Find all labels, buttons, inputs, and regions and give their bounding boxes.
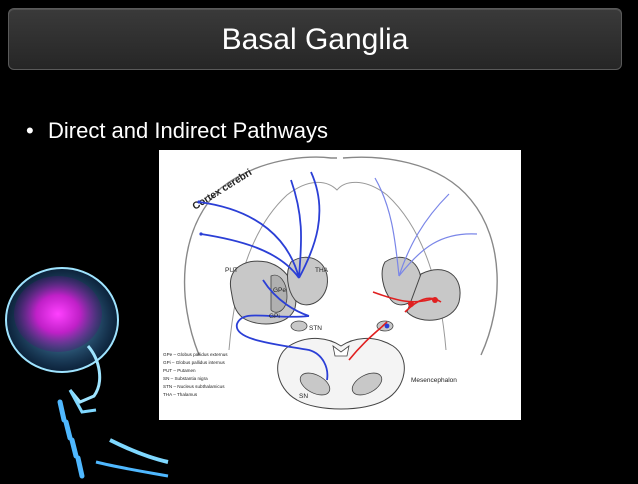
legend: GPe – Globus pallidus externus GPi – Glo…: [163, 352, 228, 397]
cortex-outline-left: [183, 156, 337, 356]
legend-item: STN – Nucleus subthalamicus: [163, 384, 225, 389]
indirect-pathway-right: [374, 177, 478, 277]
label-mesencephalon: Mesencephalon: [411, 377, 457, 384]
thalamus-left: [287, 256, 328, 306]
legend-item: THA – Thalamus: [163, 392, 198, 397]
bullet-dot-icon: •: [26, 118, 34, 143]
legend-item: GPi – Globus pallidus internus: [163, 360, 225, 365]
legend-item: SN – Substantia nigra: [163, 376, 208, 381]
title-bar: Basal Ganglia: [8, 8, 622, 70]
label-sn: SN: [299, 393, 308, 400]
bullet-text: Direct and Indirect Pathways: [48, 118, 329, 143]
putamen-right: [406, 269, 461, 321]
label-tha: THA: [315, 267, 329, 274]
mesencephalon-shape: [277, 338, 405, 410]
inner-outline: [228, 181, 447, 351]
sn-left: [299, 372, 331, 396]
slide-title: Basal Ganglia: [221, 23, 409, 56]
diagram-svg: Cortex cerebri: [163, 156, 498, 410]
bullet-item: • Direct and Indirect Pathways: [26, 118, 328, 144]
sn-right: [351, 372, 383, 396]
legend-item: GPe – Globus pallidus externus: [163, 352, 228, 357]
direct-pathway-left: [198, 171, 329, 381]
xray-skull-brain-icon: [0, 262, 170, 479]
aqueduct-shape: [332, 345, 350, 357]
label-put: PUT: [225, 267, 238, 274]
basal-ganglia-diagram: Cortex cerebri: [159, 150, 521, 420]
cortex-outline-right: [342, 156, 498, 356]
label-gpi: GPi: [269, 313, 280, 320]
legend-item: PUT – Putamen: [163, 368, 196, 373]
label-stn: STN: [309, 325, 322, 332]
stn-left: [290, 320, 308, 332]
label-gpe: GPe: [273, 287, 286, 294]
red-pathway-right: [348, 291, 442, 361]
